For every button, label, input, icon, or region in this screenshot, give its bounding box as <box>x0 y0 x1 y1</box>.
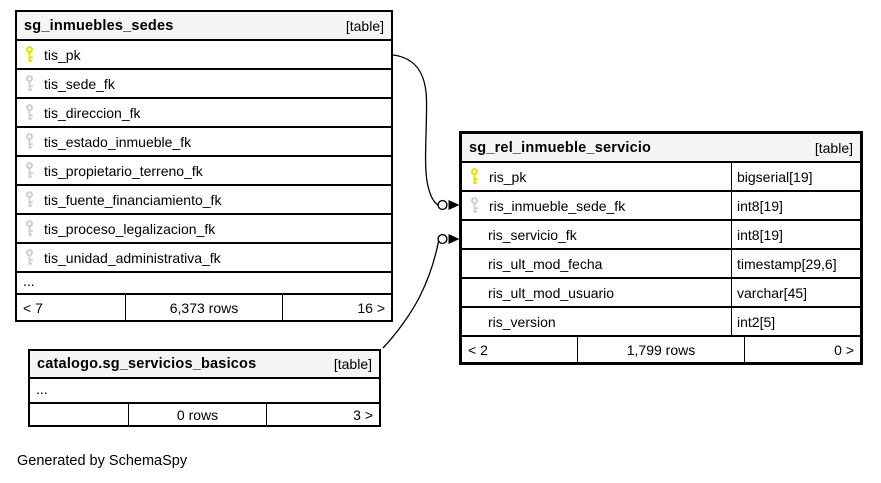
table-title[interactable]: catalogo.sg_servicios_basicos <box>37 356 257 372</box>
relationship-edge-tis-pk <box>392 54 439 206</box>
column-row-tis_sede_fk: tis_sede_fk <box>16 69 392 98</box>
column-name: tis_pk <box>44 46 81 63</box>
edge-arrowhead-icon <box>448 200 460 210</box>
column-row-ris_version: ris_version int2[5] <box>461 307 861 336</box>
related-count-right: 3 > <box>353 406 373 423</box>
table-type-badge: [table] <box>345 17 384 34</box>
column-row-ris_pk: ris_pk bigserial[19] <box>461 162 861 191</box>
foreign-key-icon <box>26 191 33 207</box>
column-name: tis_sede_fk <box>44 75 115 92</box>
table-title[interactable]: sg_rel_inmueble_servicio <box>469 139 652 156</box>
foreign-key-icon <box>26 104 33 120</box>
table-header: sg_rel_inmueble_servicio [table] <box>461 133 861 162</box>
column-name-cell: tis_sede_fk <box>17 70 391 97</box>
column-row-tis_unidad_administrativa_fk: tis_unidad_administrativa_fk <box>16 243 392 272</box>
row-count: 1,799 rows <box>577 337 745 362</box>
column-name-cell: tis_proceso_legalizacion_fk <box>17 215 391 242</box>
column-name: tis_proceso_legalizacion_fk <box>44 220 216 237</box>
column-name-cell: tis_direccion_fk <box>17 99 391 126</box>
table-title[interactable]: sg_inmuebles_sedes <box>24 17 174 34</box>
column-type: int8[19] <box>731 192 860 219</box>
column-name-cell: tis_unidad_administrativa_fk <box>17 244 391 271</box>
table-footer: < 2 1,799 rows 0 > <box>461 336 861 363</box>
foreign-key-icon <box>26 249 33 265</box>
related-count-right: 16 > <box>357 299 385 316</box>
column-name: tis_unidad_administrativa_fk <box>44 249 221 266</box>
column-row-tis_proceso_legalizacion_fk: tis_proceso_legalizacion_fk <box>16 214 392 243</box>
column-row-ris_ult_mod_usuario: ris_ult_mod_usuario varchar[45] <box>461 278 861 307</box>
column-name-cell: tis_pk <box>17 41 391 68</box>
column-name: ris_ult_mod_fecha <box>488 255 603 272</box>
table-footer: 0 rows 3 > <box>29 403 380 426</box>
column-row-ris_inmueble_sede_fk: ris_inmueble_sede_fk int8[19] <box>461 191 861 220</box>
column-row-ris_ult_mod_fecha: ris_ult_mod_fecha timestamp[29,6] <box>461 249 861 278</box>
column-name-cell: ris_ult_mod_fecha <box>462 250 731 277</box>
table-node-catalogo-sg-servicios-basicos[interactable]: catalogo.sg_servicios_basicos [table] ..… <box>28 349 381 427</box>
column-name: tis_estado_inmueble_fk <box>44 133 192 150</box>
ellipsis-row: ... <box>16 272 392 294</box>
column-name-cell: ris_inmueble_sede_fk <box>462 192 731 219</box>
generated-by-note: Generated by SchemaSpy <box>17 453 188 469</box>
related-count-right: 0 > <box>834 341 854 358</box>
column-type: timestamp[29,6] <box>731 250 860 277</box>
related-count-left <box>30 404 128 425</box>
edge-endpoint-circle-icon <box>437 199 448 211</box>
column-name: ris_servicio_fk <box>488 226 577 243</box>
table-node-sg-inmuebles-sedes[interactable]: sg_inmuebles_sedes [table] tis_pk tis_sed… <box>15 10 393 322</box>
related-count-left: < 7 <box>23 299 43 316</box>
column-type: int8[19] <box>731 221 860 248</box>
column-row-tis_pk: tis_pk <box>16 40 392 69</box>
column-type: varchar[45] <box>731 279 860 306</box>
table-header: catalogo.sg_servicios_basicos [table] <box>29 350 380 378</box>
foreign-key-icon <box>26 133 33 149</box>
column-name: tis_propietario_terreno_fk <box>44 162 203 179</box>
column-name-cell: tis_fuente_financiamiento_fk <box>17 186 391 213</box>
column-name: ris_pk <box>489 168 527 185</box>
row-count: 6,373 rows <box>125 295 283 320</box>
primary-key-icon <box>26 46 33 62</box>
column-type: bigserial[19] <box>731 163 860 190</box>
foreign-key-icon <box>26 162 33 178</box>
column-name: tis_direccion_fk <box>44 104 141 121</box>
ellipsis-row: ... <box>29 378 380 403</box>
foreign-key-icon <box>26 75 33 91</box>
column-row-tis_direccion_fk: tis_direccion_fk <box>16 98 392 127</box>
column-row-tis_propietario_terreno_fk: tis_propietario_terreno_fk <box>16 156 392 185</box>
edge-endpoint-circle-icon <box>437 233 448 245</box>
table-type-badge: [table] <box>333 356 372 372</box>
table-header: sg_inmuebles_sedes [table] <box>16 11 392 40</box>
column-name: ris_ult_mod_usuario <box>488 284 615 301</box>
table-footer: < 7 6,373 rows 16 > <box>16 294 392 321</box>
table-type-badge: [table] <box>814 139 853 156</box>
column-name-cell: ris_version <box>462 308 731 335</box>
column-name-cell: tis_propietario_terreno_fk <box>17 157 391 184</box>
column-row-tis_fuente_financiamiento_fk: tis_fuente_financiamiento_fk <box>16 185 392 214</box>
related-count-left: < 2 <box>468 341 488 358</box>
column-name: ris_version <box>488 313 556 330</box>
column-row-tis_estado_inmueble_fk: tis_estado_inmueble_fk <box>16 127 392 156</box>
column-name-cell: ris_servicio_fk <box>462 221 731 248</box>
column-name-cell: ris_pk <box>462 163 731 190</box>
column-name: ris_inmueble_sede_fk <box>489 197 626 214</box>
column-name-cell: ris_ult_mod_usuario <box>462 279 731 306</box>
table-node-sg-rel-inmueble-servicio[interactable]: sg_rel_inmueble_servicio [table] ris_pk b… <box>459 131 863 365</box>
foreign-key-icon <box>26 220 33 236</box>
edge-arrowhead-icon <box>448 234 460 244</box>
row-count: 0 rows <box>127 404 268 425</box>
column-row-ris_servicio_fk: ris_servicio_fk int8[19] <box>461 220 861 249</box>
foreign-key-icon <box>471 197 478 213</box>
column-type: int2[5] <box>731 308 860 335</box>
column-name-cell: tis_estado_inmueble_fk <box>17 128 391 155</box>
column-name: tis_fuente_financiamiento_fk <box>44 191 222 208</box>
primary-key-icon <box>471 168 478 184</box>
